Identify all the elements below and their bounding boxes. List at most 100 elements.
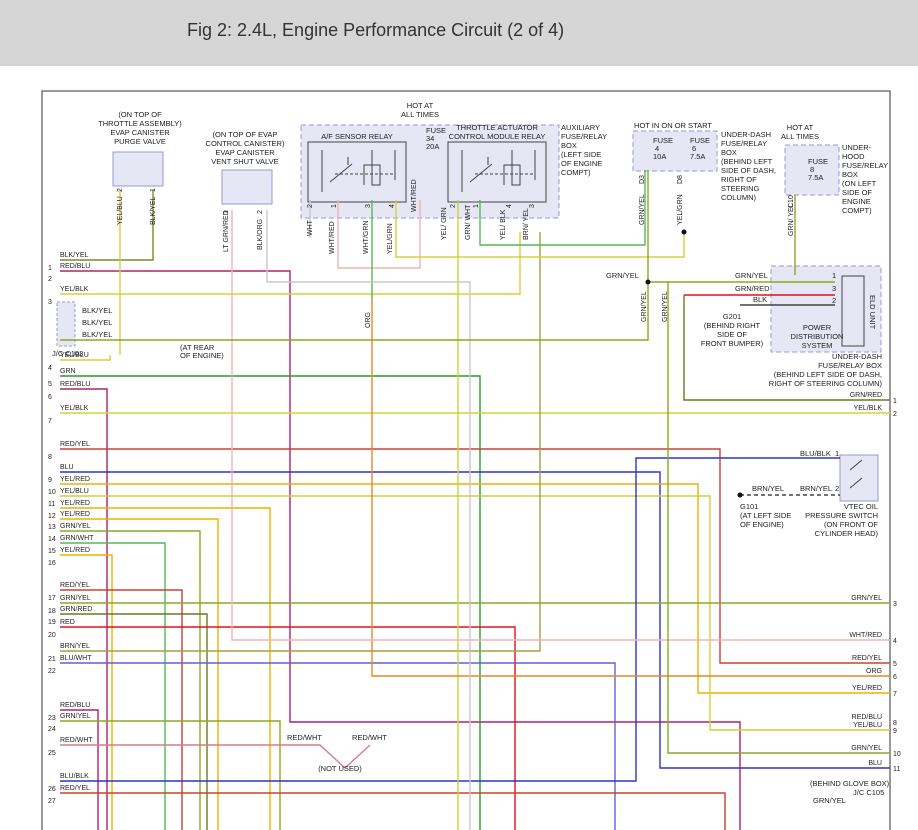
label-ud-box-2: BOX bbox=[721, 148, 737, 157]
label-connector-d8: D8 bbox=[677, 175, 684, 184]
right-row-label-5: RED/YEL bbox=[852, 655, 882, 662]
label-fuse4-2: 10A bbox=[653, 152, 666, 161]
right-row-label-8: RED/BLU bbox=[852, 714, 882, 721]
wire-row-10 bbox=[60, 483, 890, 694]
left-row-label-26: BLU/BLK bbox=[60, 773, 89, 780]
label-elu: ELD UNIT bbox=[868, 295, 877, 330]
left-row-label-5: GRN bbox=[60, 368, 76, 375]
right-row-label-9: YEL/BLU bbox=[853, 722, 882, 729]
label-uh-box-5: SIDE OF bbox=[842, 188, 872, 197]
left-row-labels: 1BLK/YEL2RED/BLU3YEL/BLK4YEL/BLU5GRN6RED… bbox=[48, 252, 94, 805]
wire-row-12 bbox=[60, 507, 271, 830]
label-evap-purge-0: (ON TOP OF bbox=[118, 110, 162, 119]
right-row-label-2: YEL/BLK bbox=[854, 405, 883, 412]
label-vtec-1: PRESSURE SWITCH bbox=[805, 511, 878, 520]
label-evap-purge-2: EVAP CANISTER bbox=[110, 128, 170, 137]
right-row-label-4: WHT/RED bbox=[849, 632, 882, 639]
label-jc105: J/C C105 bbox=[853, 788, 884, 797]
wire-row-26 bbox=[60, 457, 840, 782]
label-evap-vent-2: EVAP CANISTER bbox=[215, 148, 275, 157]
left-row-label-7: YEL/BLK bbox=[60, 405, 89, 412]
page-title: Fig 2: 2.4L, Engine Performance Circuit … bbox=[187, 20, 565, 40]
left-row-label-2: RED/BLU bbox=[60, 263, 90, 270]
label-nu-redwht-1: RED/WHT bbox=[287, 733, 322, 742]
label-uh-box-0: UNDER- bbox=[842, 143, 872, 152]
left-row-label-19: GRN/RED bbox=[60, 606, 92, 613]
evap-purge-valve bbox=[112, 151, 164, 187]
label-relay-pin-5: 1 bbox=[473, 204, 480, 208]
label-grn-yel-bus: GRN/YEL bbox=[606, 271, 639, 280]
left-row-num-16: 16 bbox=[48, 560, 56, 567]
label-ud-box-7: COLUMN) bbox=[721, 193, 757, 202]
label-vent-1: LT GRN/RED bbox=[223, 210, 230, 252]
left-row-num-25: 25 bbox=[48, 750, 56, 757]
label-fuse8-2: 7.5A bbox=[808, 173, 823, 182]
wire-row-27 bbox=[60, 792, 726, 830]
label-ud-box-1: FUSE/RELAY bbox=[721, 139, 767, 148]
label-tac-yelgrn: YEL/ GRN bbox=[441, 207, 448, 240]
left-row-num-6: 6 bbox=[48, 394, 52, 401]
label-c10: GRN/ YEL bbox=[788, 203, 795, 236]
right-row-num-3: 3 bbox=[893, 601, 897, 608]
left-row-num-8: 8 bbox=[48, 454, 52, 461]
label-vtec-0: VTEC OIL bbox=[844, 502, 878, 511]
wire-row-2 bbox=[60, 270, 741, 830]
label-aux-box-0: AUXILIARY bbox=[561, 123, 600, 132]
label-pds-0: POWER bbox=[803, 323, 832, 332]
left-row-label-17: RED/YEL bbox=[60, 582, 90, 589]
label-jc103-blkyel-1: BLK/YEL bbox=[82, 306, 112, 315]
right-row-num-1: 1 bbox=[893, 398, 897, 405]
label-uh-box-1: HOOD bbox=[842, 152, 865, 161]
left-row-num-15: 15 bbox=[48, 548, 56, 555]
label-aux-box-2: BOX bbox=[561, 141, 577, 150]
label-vtec-2: (ON FRONT OF bbox=[824, 520, 878, 529]
label-grn-yel-vert1: GRN/YEL bbox=[641, 291, 648, 322]
label-tac-grnwht: GRN/ WHT bbox=[465, 204, 472, 240]
left-row-num-11: 11 bbox=[48, 501, 55, 508]
left-row-label-14: GRN/YEL bbox=[60, 523, 91, 530]
label-hot-all-2-0: HOT AT bbox=[787, 123, 814, 132]
left-row-label-12: YEL/RED bbox=[60, 500, 90, 507]
label-tac-relay-0: THROTTLE ACTUATOR bbox=[456, 123, 538, 132]
left-row-label-4: YEL/BLU bbox=[60, 352, 89, 359]
label-connector-c10: C10 bbox=[788, 195, 795, 208]
tac-relay-internals bbox=[461, 150, 536, 192]
label-jc103-note-0: (AT REAR bbox=[180, 343, 215, 352]
wire-row-25 bbox=[60, 744, 346, 769]
label-af-yelgrn: YEL/GRN bbox=[387, 223, 394, 254]
left-row-num-5: 5 bbox=[48, 381, 52, 388]
label-evap-purge-3: PURGE VALVE bbox=[114, 137, 166, 146]
left-row-num-7: 7 bbox=[48, 418, 52, 425]
right-row-label-11: BLU bbox=[868, 760, 882, 767]
wire-row-5 bbox=[60, 375, 481, 830]
af-relay-internals bbox=[321, 150, 396, 192]
label-g201-0: G201 bbox=[723, 312, 741, 321]
label-elu-grnred: GRN/RED bbox=[735, 284, 770, 293]
label-tac-yelblk: YEL/ BLK bbox=[500, 209, 507, 240]
left-row-num-24: 24 bbox=[48, 726, 56, 733]
wiring-schematic: (ON TOP OF THROTTLE ASSEMBLY) EVAP CANIS… bbox=[41, 90, 901, 830]
label-ud-box-6: STEERING bbox=[721, 184, 760, 193]
eld-unit-box bbox=[770, 265, 882, 353]
wire-row-23 bbox=[60, 709, 99, 830]
label-relay-pin-3: 4 bbox=[389, 204, 396, 208]
label-ud-box2-0: UNDER-DASH bbox=[832, 352, 882, 361]
wire-row-24 bbox=[60, 720, 281, 830]
left-row-label-3: YEL/BLK bbox=[60, 286, 89, 293]
left-row-num-20: 20 bbox=[48, 632, 56, 639]
wire-row-6 bbox=[60, 388, 108, 830]
label-af-whtred: WHT/RED bbox=[329, 221, 336, 254]
label-vtec-blublk: BLU/BLK bbox=[800, 449, 831, 458]
label-fuse6-1: 6 bbox=[692, 144, 696, 153]
label-vtec-3: CYLINDER HEAD) bbox=[815, 529, 879, 538]
wire-wht bbox=[266, 210, 471, 830]
left-row-num-10: 10 bbox=[48, 489, 56, 496]
left-row-num-9: 9 bbox=[48, 477, 52, 484]
label-relay-pin-6: 4 bbox=[506, 204, 513, 208]
wire-row-19 bbox=[60, 613, 208, 830]
label-jc103-blkyel-2: BLK/YEL bbox=[82, 318, 112, 327]
label-elu-p2: 2 bbox=[832, 296, 836, 305]
left-row-num-14: 14 bbox=[48, 536, 56, 543]
label-g201-2: SIDE OF bbox=[717, 330, 747, 339]
label-g201-3: FRONT BUMPER) bbox=[701, 339, 764, 348]
